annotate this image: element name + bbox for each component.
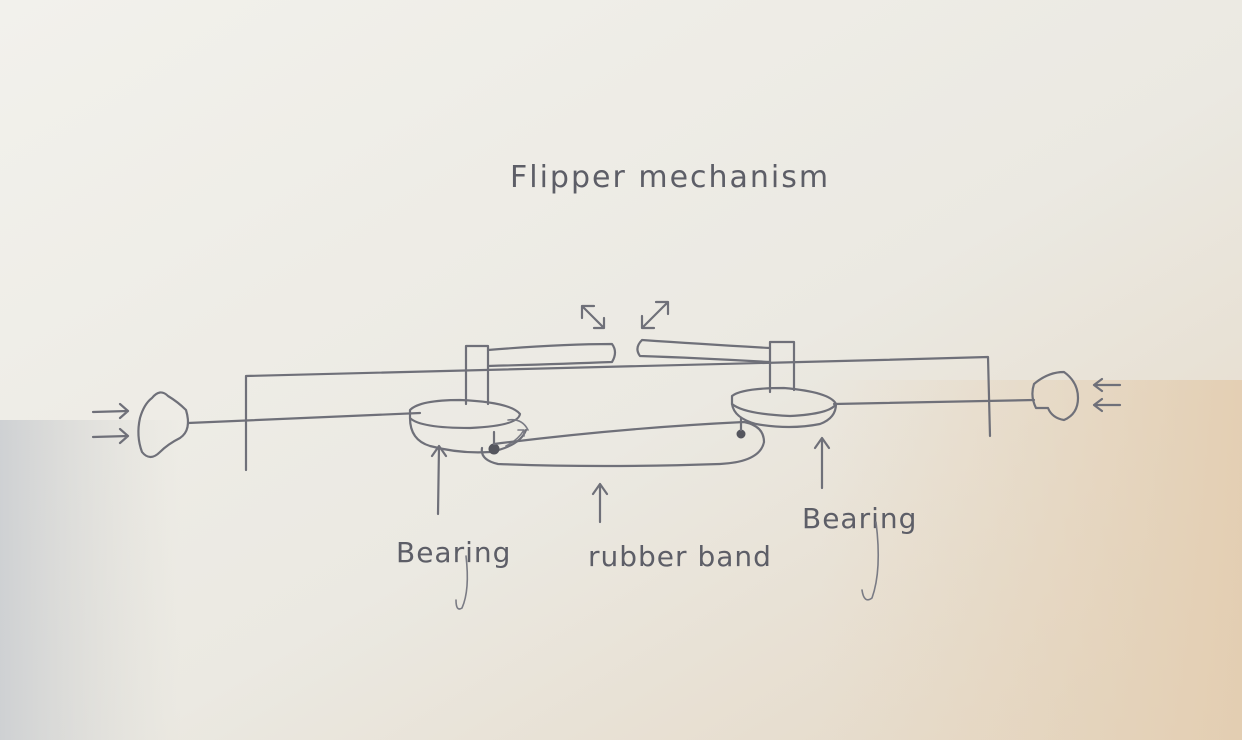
right-flipper bbox=[636, 338, 796, 394]
right-bearing bbox=[730, 386, 838, 429]
paper-warm-right bbox=[820, 380, 1242, 740]
left-anchor-pin bbox=[488, 443, 500, 455]
left-bearing bbox=[408, 398, 529, 454]
right-push-rod bbox=[832, 398, 1036, 406]
flipper-swing-arrows bbox=[580, 300, 670, 330]
rubber-band bbox=[480, 420, 766, 468]
right-anchor-pin bbox=[736, 429, 746, 439]
right-plunger bbox=[1031, 370, 1080, 422]
left-bearing-pointer bbox=[430, 444, 448, 516]
rotation-arrow bbox=[505, 429, 525, 447]
paper-shadow-left bbox=[0, 420, 180, 740]
frame-outline bbox=[244, 355, 992, 472]
right-bearing-pointer bbox=[813, 436, 831, 490]
diagram-title: Flipper mechanism bbox=[510, 160, 830, 195]
left-push-arrows bbox=[91, 402, 130, 445]
rubber-band-label: rubber band bbox=[588, 540, 772, 573]
rubber-band-pointer bbox=[591, 482, 609, 524]
left-bearing-label: Bearing bbox=[396, 536, 511, 569]
right-bearing-label: Bearing bbox=[802, 502, 917, 535]
right-bearing-label-tail bbox=[861, 521, 880, 601]
left-plunger bbox=[137, 391, 190, 459]
left-bearing-label-tail bbox=[455, 555, 469, 610]
left-push-rod bbox=[186, 411, 422, 425]
right-push-arrows bbox=[1092, 377, 1122, 413]
left-flipper bbox=[464, 342, 617, 406]
